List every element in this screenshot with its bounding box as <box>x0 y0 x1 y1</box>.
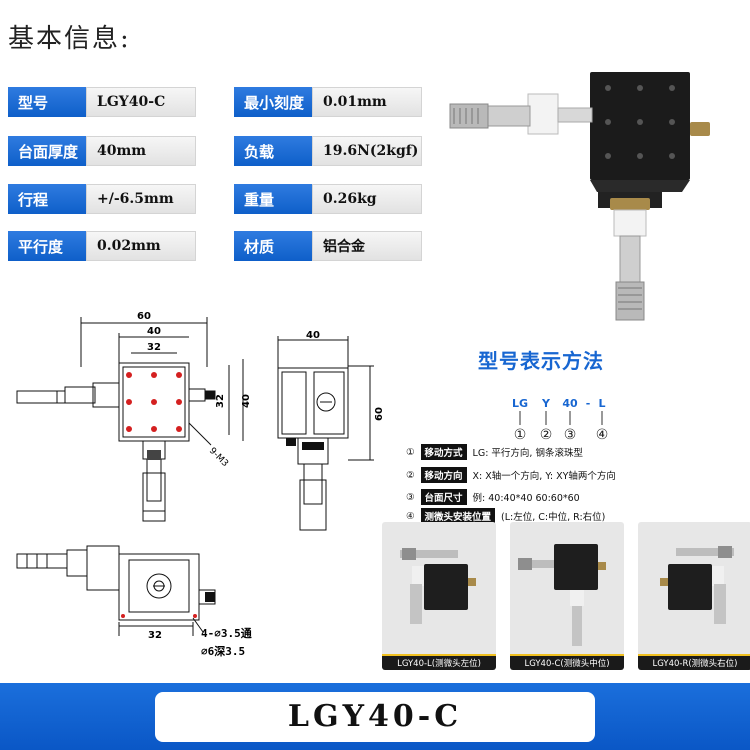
spec-label: 重量 <box>234 184 312 214</box>
spec-value: 0.01mm <box>312 87 422 117</box>
bottom-note-1: 4-⌀3.5通 <box>201 627 252 640</box>
legend-tag: 测微头安装位置 <box>420 508 496 524</box>
top-view-drawing: 60 40 32 32 40 9-M3 <box>16 311 252 522</box>
dim-40-right: 40 <box>241 394 252 408</box>
model-banner: LGY40-C <box>0 683 750 750</box>
code-num-2: ② <box>540 427 553 443</box>
variant-caption: LGY40-L(测微头左位) <box>382 654 496 670</box>
spec-label: 材质 <box>234 231 312 261</box>
bottom-dim-32: 32 <box>148 630 162 641</box>
spec-travel: 行程 +/-6.5mm <box>8 184 196 214</box>
legend-num: ③ <box>406 491 415 503</box>
side-dim-40: 40 <box>306 330 320 341</box>
variant-right: LGY40-R(测微头右位) <box>638 522 750 670</box>
legend-item: ② 移动方向 X: X轴一个方向, Y: XY轴两个方向 <box>406 466 616 484</box>
spec-value: 0.26kg <box>312 184 422 214</box>
side-dim-60: 60 <box>374 407 385 421</box>
legend-text: LG: 平行方向, 钢条滚珠型 <box>472 448 583 459</box>
legend-num: ④ <box>406 510 415 522</box>
product-photo <box>449 72 710 321</box>
variant-left-image <box>400 548 476 624</box>
spec-label: 负载 <box>234 136 312 166</box>
variant-center-image <box>518 544 606 646</box>
legend-text: (L:左位, C:中位, R:右位) <box>501 512 606 523</box>
legend-item: ① 移动方式 LG: 平行方向, 钢条滚珠型 <box>406 443 583 461</box>
legend-tag: 移动方式 <box>420 444 467 460</box>
spec-material: 材质 铝合金 <box>234 231 422 261</box>
page-heading: 基本信息: <box>8 24 131 54</box>
code-num-3: ③ <box>564 427 577 443</box>
hole-note: 9-M3 <box>207 446 230 469</box>
variant-caption: LGY40-C(测微头中位) <box>510 654 624 670</box>
code-part-y: Y <box>541 397 551 410</box>
spec-label: 台面厚度 <box>8 136 86 166</box>
spec-model: 型号 LGY40-C <box>8 87 196 117</box>
variant-caption: LGY40-R(测微头右位) <box>638 654 750 670</box>
spec-value: LGY40-C <box>86 87 196 117</box>
code-num-1: ① <box>514 427 527 443</box>
model-code: LG Y 40 - L ① ② ③ ④ <box>512 397 609 443</box>
spec-load: 负载 19.6N(2kgf) <box>234 136 422 166</box>
legend-num: ② <box>406 469 415 481</box>
spec-value: 铝合金 <box>312 231 422 261</box>
legend-text: X: X轴一个方向, Y: XY轴两个方向 <box>472 471 616 482</box>
code-part-40: 40 <box>562 397 578 410</box>
code-part-lg: LG <box>512 397 528 410</box>
dim-32: 32 <box>147 342 161 353</box>
legend-tag: 台面尺寸 <box>420 489 467 505</box>
spec-min-scale: 最小刻度 0.01mm <box>234 87 422 117</box>
bottom-note-2: ⌀6深3.5 <box>201 644 245 658</box>
dim-40: 40 <box>147 326 161 337</box>
legend-item: ④ 测微头安装位置 (L:左位, C:中位, R:右位) <box>406 507 605 525</box>
variant-center: LGY40-C(测微头中位) <box>510 522 624 670</box>
code-part-l: L <box>598 397 605 410</box>
spec-label: 最小刻度 <box>234 87 312 117</box>
variant-left: LGY40-L(测微头左位) <box>382 522 496 670</box>
spec-table-thickness: 台面厚度 40mm <box>8 136 196 166</box>
code-part-dash: - <box>586 397 591 410</box>
side-view-drawing: 40 60 <box>277 330 385 531</box>
spec-value: 0.02mm <box>86 231 196 261</box>
dim-60: 60 <box>137 311 151 322</box>
bottom-view-drawing: 32 4-⌀3.5通 ⌀6深3.5 <box>16 545 252 658</box>
spec-label: 型号 <box>8 87 86 117</box>
spec-value: +/-6.5mm <box>86 184 196 214</box>
legend-num: ① <box>406 446 415 458</box>
method-title: 型号表示方法 <box>478 349 604 373</box>
spec-parallelism: 平行度 0.02mm <box>8 231 196 261</box>
spec-label: 行程 <box>8 184 86 214</box>
banner-title: LGY40-C <box>155 691 595 742</box>
variant-right-image <box>660 546 734 624</box>
legend-text: 例: 40:40*40 60:60*60 <box>472 493 580 504</box>
spec-weight: 重量 0.26kg <box>234 184 422 214</box>
spec-value: 40mm <box>86 136 196 166</box>
dim-32-right: 32 <box>215 394 226 408</box>
legend-tag: 移动方向 <box>420 467 467 483</box>
code-num-4: ④ <box>596 427 609 443</box>
spec-value: 19.6N(2kgf) <box>312 136 422 166</box>
spec-label: 平行度 <box>8 231 86 261</box>
legend-item: ③ 台面尺寸 例: 40:40*40 60:60*60 <box>406 488 580 506</box>
